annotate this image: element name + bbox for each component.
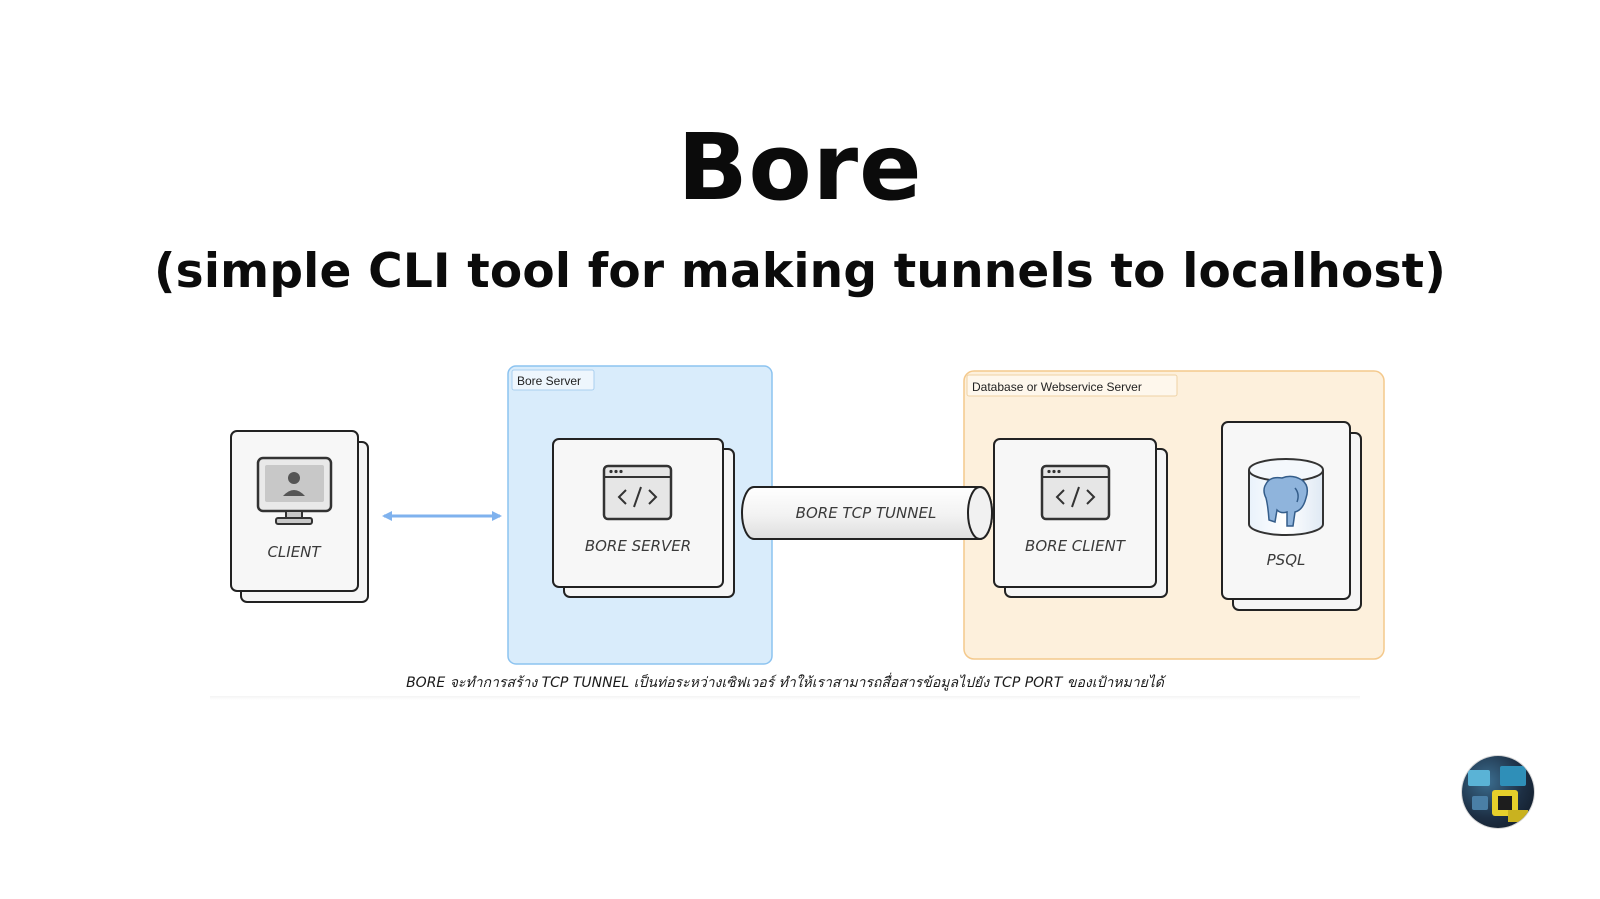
diagram-caption: BORE จะทำการสร้าง TCP TUNNEL เป็นท่อระหว… <box>406 675 1164 691</box>
db-server-group-label-box <box>966 374 1178 397</box>
bore-server-group-label: Bore Server <box>517 374 581 388</box>
code-window-icon <box>1040 464 1111 521</box>
postgresql-elephant-database-icon <box>1248 458 1324 536</box>
bore-client-label: BORE CLIENT <box>1025 537 1127 555</box>
page-title: Bore <box>677 114 923 221</box>
psql-label: PSQL <box>1267 551 1306 569</box>
tcp-tunnel-label: BORE TCP TUNNEL <box>796 504 937 522</box>
bore-server-node: BORE SERVER <box>552 438 735 598</box>
code-window-icon <box>602 464 673 521</box>
client-node: CLIENT <box>230 430 369 603</box>
page-subtitle: (simple CLI tool for making tunnels to l… <box>154 244 1446 299</box>
psql-node: PSQL <box>1221 421 1362 611</box>
bore-server-label: BORE SERVER <box>585 537 691 555</box>
db-server-group-label: Database or Webservice Server <box>972 380 1142 394</box>
client-label: CLIENT <box>267 543 322 561</box>
bore-server-group-label-box <box>511 369 595 391</box>
caption-divider <box>210 696 1360 700</box>
tcp-tunnel-pipe: BORE TCP TUNNEL <box>741 486 993 540</box>
bore-client-node: BORE CLIENT <box>993 438 1168 598</box>
monitor-user-icon <box>256 456 333 525</box>
avatar-image <box>1468 766 1528 822</box>
avatar-icon[interactable] <box>1462 756 1534 828</box>
